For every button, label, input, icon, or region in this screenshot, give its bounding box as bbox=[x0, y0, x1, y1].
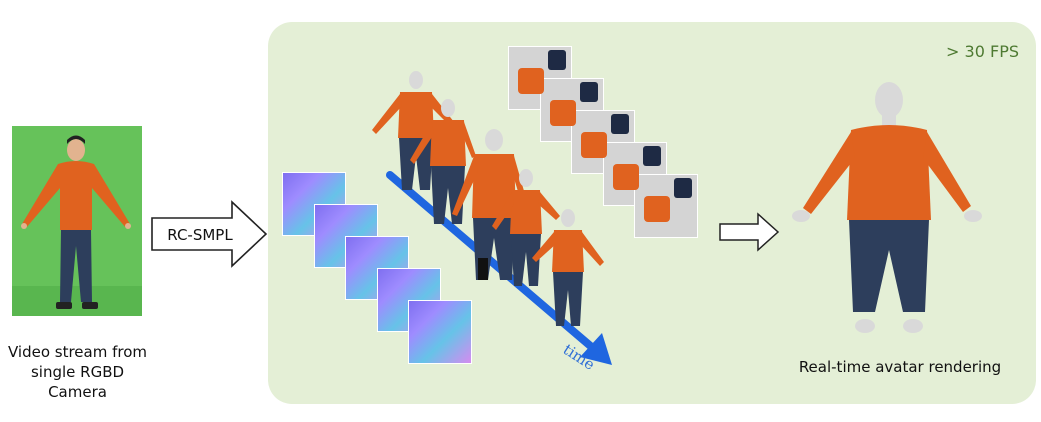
input-caption-line2: single RGBD Camera bbox=[30, 363, 125, 401]
input-caption-line1: Video stream from bbox=[7, 343, 148, 361]
texture-map-garment-marks bbox=[518, 50, 692, 222]
input-photo bbox=[12, 126, 142, 316]
normal-map-tile bbox=[408, 300, 472, 364]
avatar-frame bbox=[452, 129, 530, 280]
avatar-frame bbox=[532, 209, 604, 326]
person-photo-illustration bbox=[12, 126, 142, 316]
output-arrow bbox=[719, 212, 780, 252]
avatar-frame bbox=[492, 169, 560, 286]
rendered-avatar bbox=[792, 82, 982, 333]
input-caption: Video stream from single RGBD Camera bbox=[0, 342, 155, 402]
rc-smpl-label: RC-SMPL bbox=[167, 226, 233, 244]
fps-label: > 30 FPS bbox=[946, 42, 1019, 61]
avatar-sequence bbox=[372, 71, 604, 326]
avatar-frame bbox=[372, 71, 454, 190]
output-caption: Real-time avatar rendering bbox=[798, 358, 1002, 376]
rc-smpl-arrow bbox=[151, 200, 268, 268]
normal-map-stack bbox=[282, 172, 472, 367]
